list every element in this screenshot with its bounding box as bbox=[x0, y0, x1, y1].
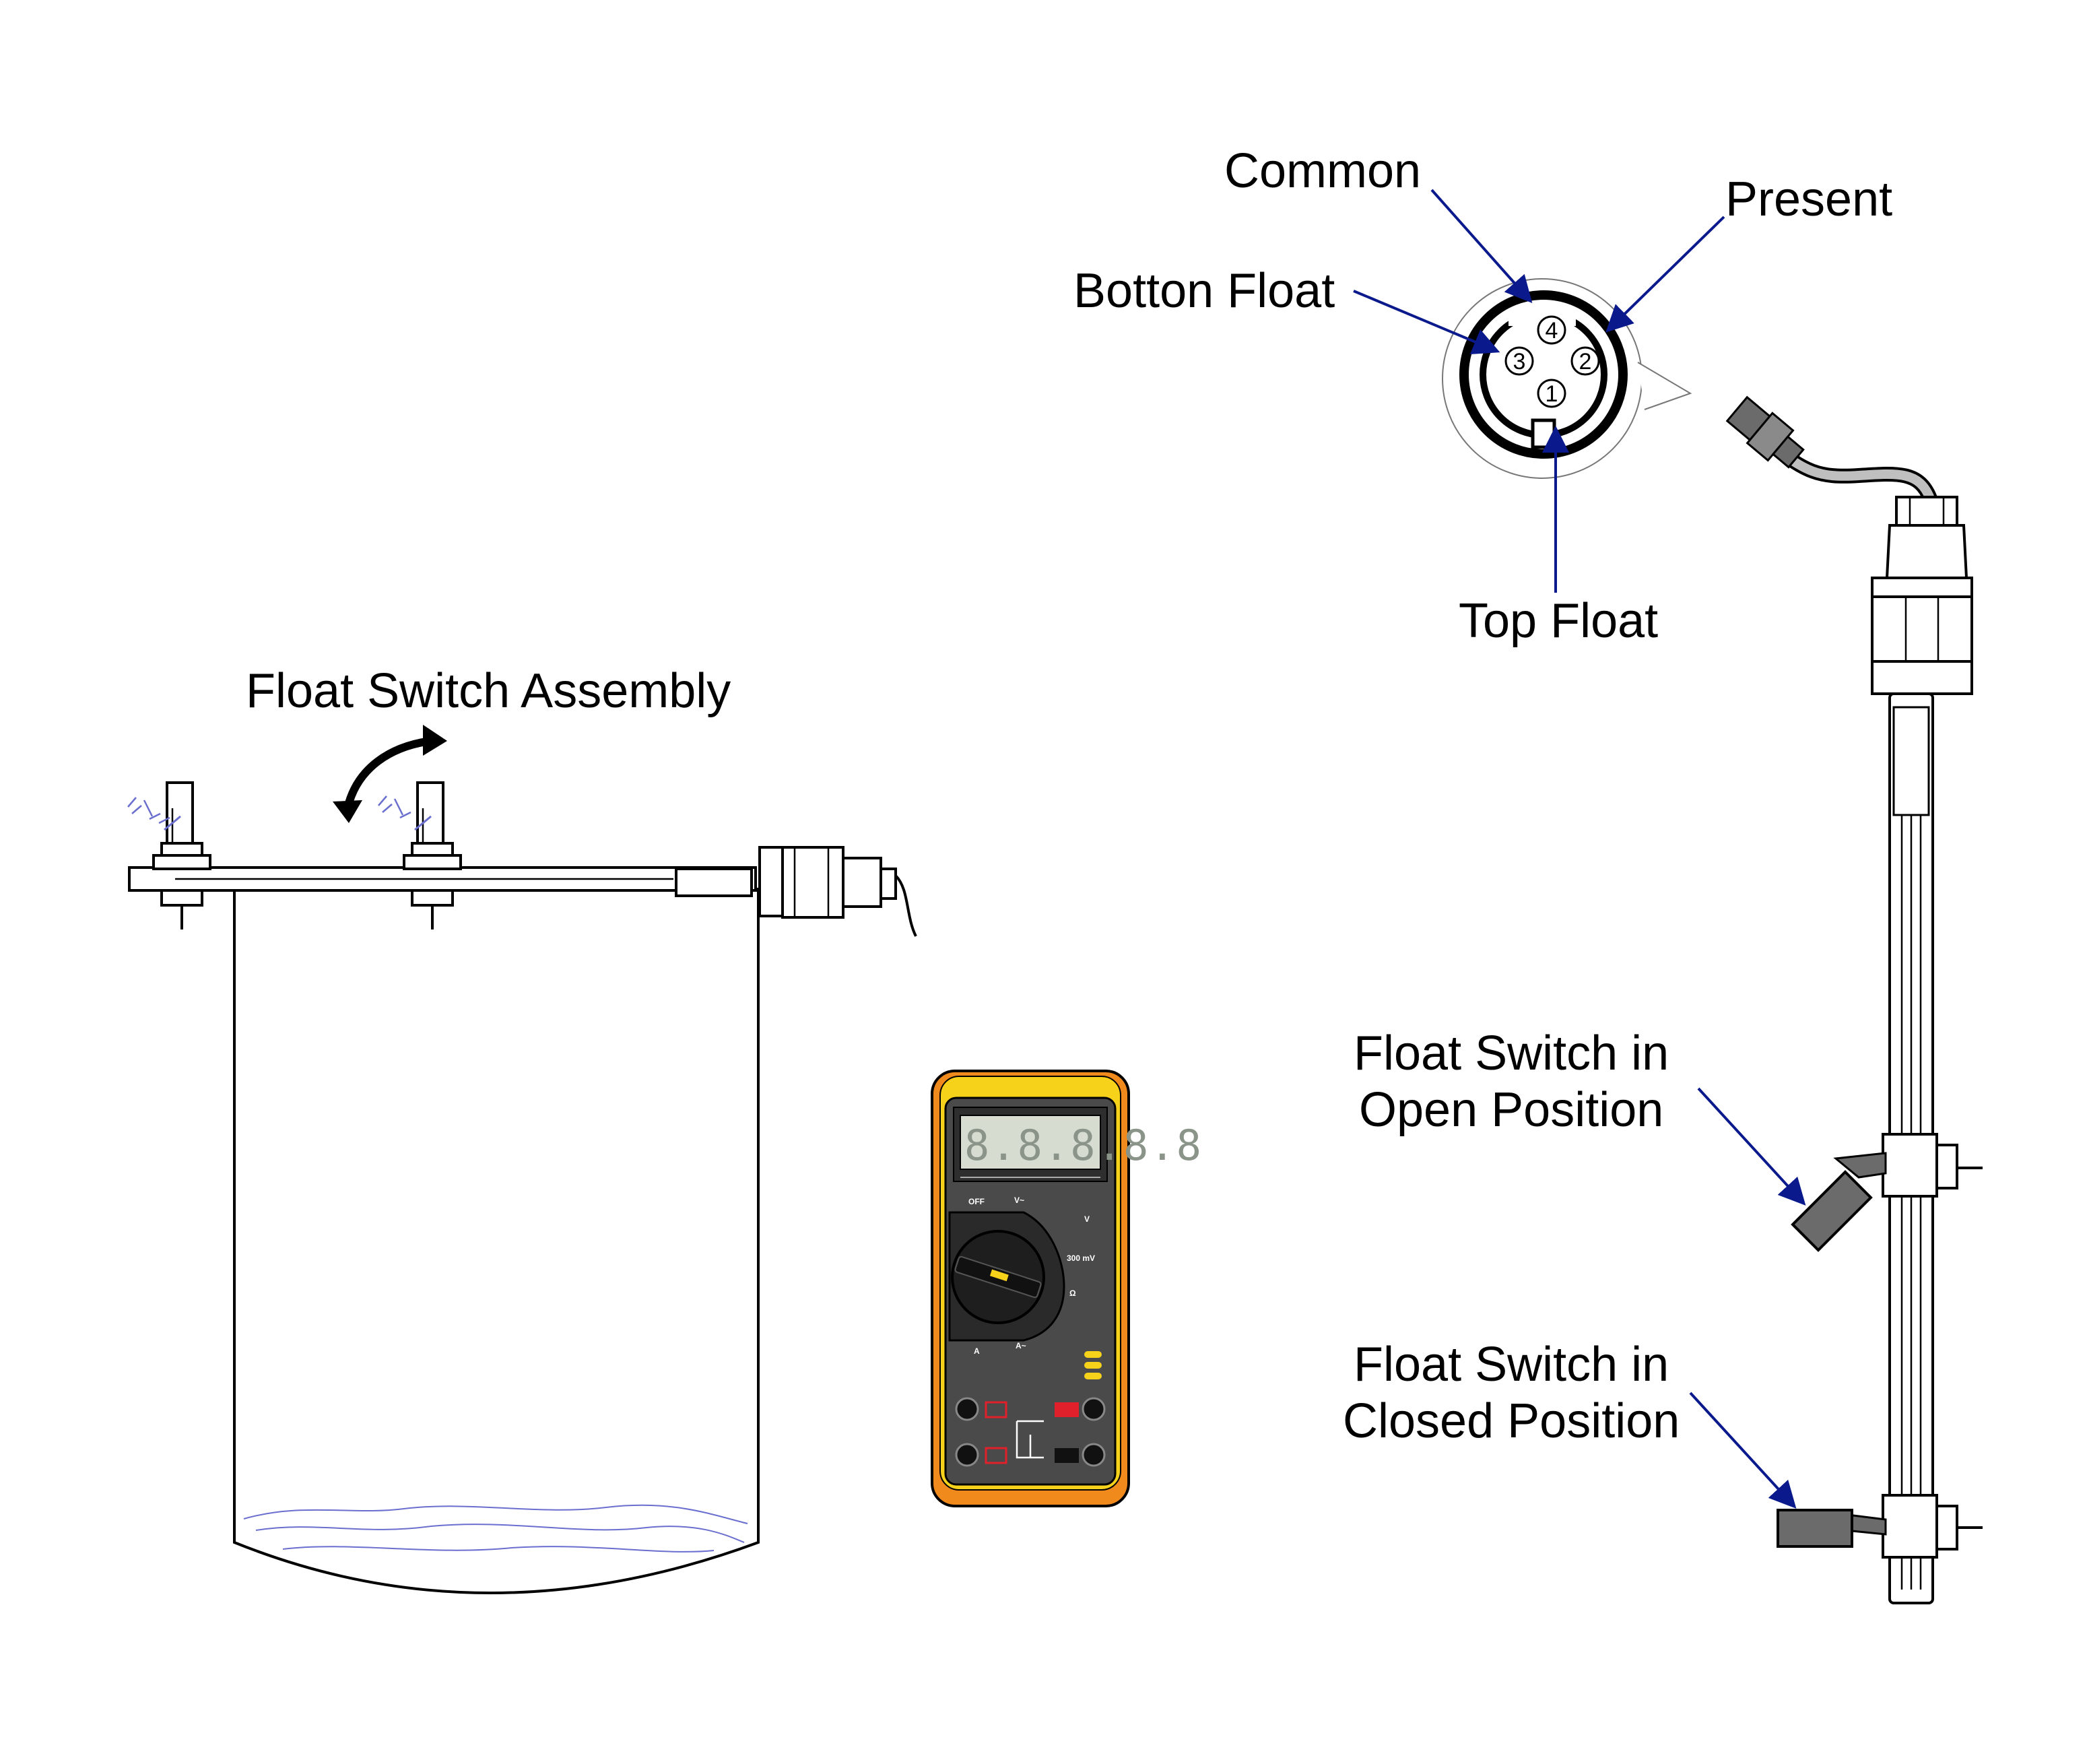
multimeter-led-1 bbox=[1084, 1351, 1102, 1358]
float-closed bbox=[1777, 1494, 1983, 1559]
connector-key-bottom bbox=[1531, 418, 1556, 449]
switch-head-body bbox=[1871, 595, 1973, 663]
dial-label-mv: 300 mV bbox=[1067, 1253, 1095, 1263]
tank-fitting-end bbox=[842, 857, 882, 908]
multimeter-screen bbox=[960, 1115, 1101, 1170]
jack-top-left[interactable] bbox=[955, 1397, 979, 1421]
multimeter-led-3 bbox=[1084, 1373, 1102, 1379]
connector-outer-ring bbox=[1459, 290, 1628, 459]
arrow-closed-position bbox=[1689, 1392, 1797, 1509]
dial-label-ohm: Ω bbox=[1069, 1288, 1076, 1298]
rotation-arrow-head-right bbox=[423, 725, 447, 756]
multimeter: 8.8.8.8.8 OFF V~ V 300 mV Ω A A~ bbox=[931, 1070, 1203, 1507]
assembly-label: Float Switch Assembly bbox=[246, 664, 731, 718]
multimeter-led-2 bbox=[1084, 1362, 1102, 1369]
switch-head-neck bbox=[1885, 524, 1968, 579]
dial-label-v-dc: V bbox=[1084, 1214, 1090, 1224]
connector-detail: 1 2 3 4 Common Present Botton Float Top … bbox=[1073, 144, 1892, 648]
multimeter-dial-indicator bbox=[989, 1269, 1009, 1282]
liquid-surface bbox=[243, 1504, 748, 1524]
pin-label-3: 3 bbox=[1513, 349, 1526, 374]
multimeter-readout: 8.8.8.8.8 bbox=[964, 1121, 1203, 1170]
detail-callout-pointer bbox=[1637, 362, 1692, 410]
multimeter-jacks bbox=[955, 1397, 1106, 1467]
label-closed-line2: Closed Position bbox=[1343, 1394, 1680, 1448]
connector-pin-1 bbox=[1537, 379, 1566, 408]
arrow-common bbox=[1430, 189, 1533, 303]
rod-sleeve bbox=[675, 868, 753, 897]
connector-pin-3 bbox=[1504, 346, 1534, 376]
rotation-arrow-head-left bbox=[333, 800, 362, 823]
tank-body bbox=[233, 888, 760, 1594]
tank-fitting-nut bbox=[758, 846, 784, 917]
float-closed-body bbox=[1777, 1509, 1853, 1548]
dial-label-a-ac: A~ bbox=[1016, 1341, 1026, 1350]
label-top-float: Top Float bbox=[1459, 594, 1658, 648]
vertical-float-switch: Float Switch in Open Position Float Swit… bbox=[1343, 395, 1983, 1604]
switch-stem-sleeve bbox=[1892, 706, 1930, 816]
liquid-ripple-2 bbox=[282, 1546, 715, 1553]
jack-bottom-right[interactable] bbox=[1082, 1443, 1106, 1467]
switch-head-nut bbox=[1871, 577, 1973, 598]
pin-label-4: 4 bbox=[1546, 318, 1558, 344]
arrow-open-position bbox=[1697, 1087, 1806, 1206]
arrow-bottom-float bbox=[1353, 290, 1500, 355]
dial-label-off: OFF bbox=[968, 1197, 985, 1206]
label-closed-line1: Float Switch in bbox=[1354, 1338, 1669, 1392]
float-switch-left bbox=[127, 781, 211, 929]
label-open-line1: Float Switch in bbox=[1354, 1026, 1669, 1080]
tank-fitting-body bbox=[781, 846, 844, 919]
probe-black bbox=[1055, 1448, 1079, 1463]
pin-label-1: 1 bbox=[1546, 381, 1558, 407]
float-switch-middle bbox=[378, 781, 462, 929]
rotation-arrow bbox=[343, 737, 432, 810]
switch-head-collar bbox=[1871, 660, 1973, 695]
cable-plug bbox=[1725, 395, 1805, 469]
label-bottom-float: Botton Float bbox=[1073, 264, 1335, 318]
liquid-ripple bbox=[255, 1524, 745, 1543]
label-common: Common bbox=[1224, 144, 1421, 198]
dial-label-a-dc: A bbox=[974, 1346, 980, 1356]
probe-red bbox=[1055, 1402, 1079, 1417]
dial-label-v-ac: V~ bbox=[1014, 1196, 1024, 1205]
connector-pin-2 bbox=[1570, 346, 1600, 376]
switch-head-cap bbox=[1895, 496, 1958, 527]
jack-top-right[interactable] bbox=[1082, 1397, 1106, 1421]
connector-pin-4 bbox=[1537, 315, 1566, 345]
tank-cable bbox=[894, 874, 917, 937]
jack-bottom-left[interactable] bbox=[955, 1443, 979, 1467]
float-open-body bbox=[1791, 1170, 1873, 1252]
pin-label-2: 2 bbox=[1579, 349, 1592, 374]
float-open bbox=[1791, 1133, 1983, 1252]
label-present: Present bbox=[1725, 172, 1892, 226]
arrow-present bbox=[1605, 216, 1725, 333]
label-open-line2: Open Position bbox=[1359, 1083, 1663, 1137]
tank-assembly: Float Switch Assembly bbox=[127, 664, 917, 1594]
